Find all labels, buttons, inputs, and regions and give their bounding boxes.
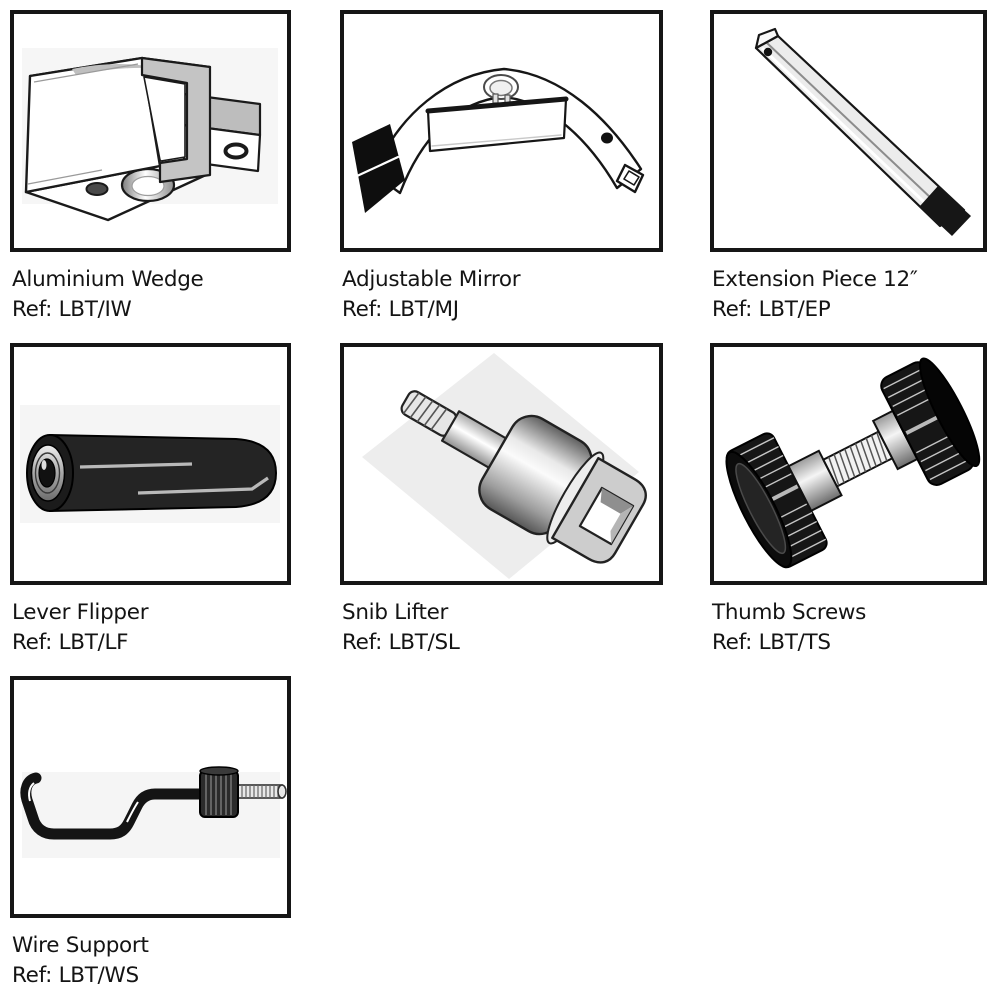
product-name: Snib Lifter (342, 600, 449, 625)
aluminium-wedge-illustration (22, 48, 278, 222)
product-name: Wire Support (12, 933, 149, 958)
wire-support-illustration (20, 766, 287, 858)
product-ref: Ref: LBT/EP (712, 297, 831, 322)
lever-flipper-illustration (20, 405, 280, 523)
product-card-thumb-screws: Thumb Screws Ref: LBT/TS (710, 343, 987, 658)
product-name: Adjustable Mirror (342, 267, 521, 292)
product-image-frame (340, 10, 663, 252)
product-caption: Wire Support Ref: LBT/WS (10, 931, 291, 991)
product-card-extension-piece: Extension Piece 12″ Ref: LBT/EP (710, 10, 987, 325)
product-card-lever-flipper: Lever Flipper Ref: LBT/LF (10, 343, 291, 658)
product-card-aluminium-wedge: Aluminium Wedge Ref: LBT/IW (10, 10, 291, 325)
product-ref: Ref: LBT/SL (342, 630, 460, 655)
thumb-screws-illustration (725, 357, 981, 569)
product-ref: Ref: LBT/IW (12, 297, 132, 322)
extension-piece-illustration (754, 27, 971, 236)
product-card-wire-support: Wire Support Ref: LBT/WS (10, 676, 291, 991)
product-caption: Snib Lifter Ref: LBT/SL (340, 598, 663, 658)
snib-lifter-illustration (362, 353, 647, 579)
product-image-frame (710, 10, 987, 252)
product-image-frame (710, 343, 987, 585)
product-image-frame (10, 676, 291, 918)
product-caption: Adjustable Mirror Ref: LBT/MJ (340, 265, 663, 325)
adjustable-mirror-illustration (352, 67, 645, 213)
product-image-frame (10, 10, 291, 252)
product-card-adjustable-mirror: Adjustable Mirror Ref: LBT/MJ (340, 10, 663, 325)
product-caption: Lever Flipper Ref: LBT/LF (10, 598, 291, 658)
product-card-snib-lifter: Snib Lifter Ref: LBT/SL (340, 343, 663, 658)
product-name: Thumb Screws (712, 600, 867, 625)
product-ref: Ref: LBT/MJ (342, 297, 459, 322)
product-image-frame (340, 343, 663, 585)
product-ref: Ref: LBT/LF (12, 630, 129, 655)
product-caption: Extension Piece 12″ Ref: LBT/EP (710, 265, 987, 325)
product-caption: Aluminium Wedge Ref: LBT/IW (10, 265, 291, 325)
product-name: Extension Piece 12″ (712, 267, 918, 292)
product-ref: Ref: LBT/WS (12, 963, 139, 988)
product-name: Aluminium Wedge (12, 267, 204, 292)
product-image-frame (10, 343, 291, 585)
product-name: Lever Flipper (12, 600, 149, 625)
product-caption: Thumb Screws Ref: LBT/TS (710, 598, 987, 658)
product-ref: Ref: LBT/TS (712, 630, 831, 655)
